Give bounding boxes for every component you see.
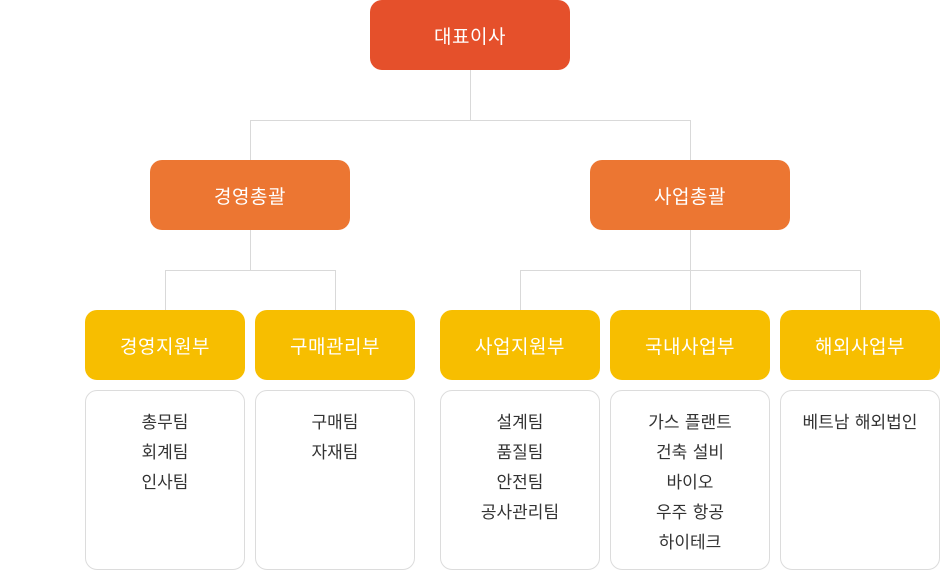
team-item: 건축 설비: [656, 443, 724, 463]
connector-dept-5-up: [860, 270, 861, 310]
connector-division-1-horizontal: [165, 270, 336, 271]
ceo-label: 대표이사: [434, 25, 506, 48]
team-list-purchasing: 구매팀 자재팀: [255, 390, 415, 570]
division-management-node: 경영총괄: [150, 160, 350, 230]
connector-dept-2-up: [335, 270, 336, 310]
department-node-purchasing: 구매관리부: [255, 310, 415, 380]
department-label: 경영지원부: [120, 335, 210, 358]
team-item: 베트남 해외법인: [802, 413, 918, 433]
team-item: 우주 항공: [656, 503, 724, 523]
connector-divisions-horizontal: [250, 120, 691, 121]
team-item: 설계팀: [496, 413, 544, 433]
department-label: 해외사업부: [815, 335, 905, 358]
team-item: 총무팀: [141, 413, 189, 433]
department-node-domestic: 국내사업부: [610, 310, 770, 380]
connector-dept-3-up: [520, 270, 521, 310]
team-list-overseas: 베트남 해외법인: [780, 390, 940, 570]
department-label: 국내사업부: [645, 335, 735, 358]
connector-dept-1-up: [165, 270, 166, 310]
team-item: 공사관리팀: [480, 503, 560, 523]
team-list-management-support: 총무팀 회계팀 인사팀: [85, 390, 245, 570]
team-item: 품질팀: [496, 443, 544, 463]
connector-division-1-up: [250, 120, 251, 160]
connector-division-2-down: [690, 230, 691, 270]
team-item: 구매팀: [311, 413, 359, 433]
team-item: 인사팀: [141, 473, 189, 493]
team-item: 자재팀: [311, 443, 359, 463]
team-item: 하이테크: [658, 533, 722, 553]
connector-ceo-down: [470, 70, 471, 120]
team-item: 회계팀: [141, 443, 189, 463]
team-list-business-support: 설계팀 품질팀 안전팀 공사관리팀: [440, 390, 600, 570]
connector-division-1-down: [250, 230, 251, 270]
department-node-business-support: 사업지원부: [440, 310, 600, 380]
team-list-domestic: 가스 플랜트 건축 설비 바이오 우주 항공 하이테크: [610, 390, 770, 570]
division-label: 사업총괄: [654, 185, 726, 208]
connector-division-2-up: [690, 120, 691, 160]
division-label: 경영총괄: [214, 185, 286, 208]
department-label: 사업지원부: [475, 335, 565, 358]
connector-dept-4-up: [690, 270, 691, 310]
department-node-overseas: 해외사업부: [780, 310, 940, 380]
ceo-node: 대표이사: [370, 0, 570, 70]
department-label: 구매관리부: [290, 335, 380, 358]
team-item: 가스 플랜트: [648, 413, 732, 433]
team-item: 안전팀: [496, 473, 544, 493]
division-business-node: 사업총괄: [590, 160, 790, 230]
team-item: 바이오: [666, 473, 714, 493]
department-node-management-support: 경영지원부: [85, 310, 245, 380]
